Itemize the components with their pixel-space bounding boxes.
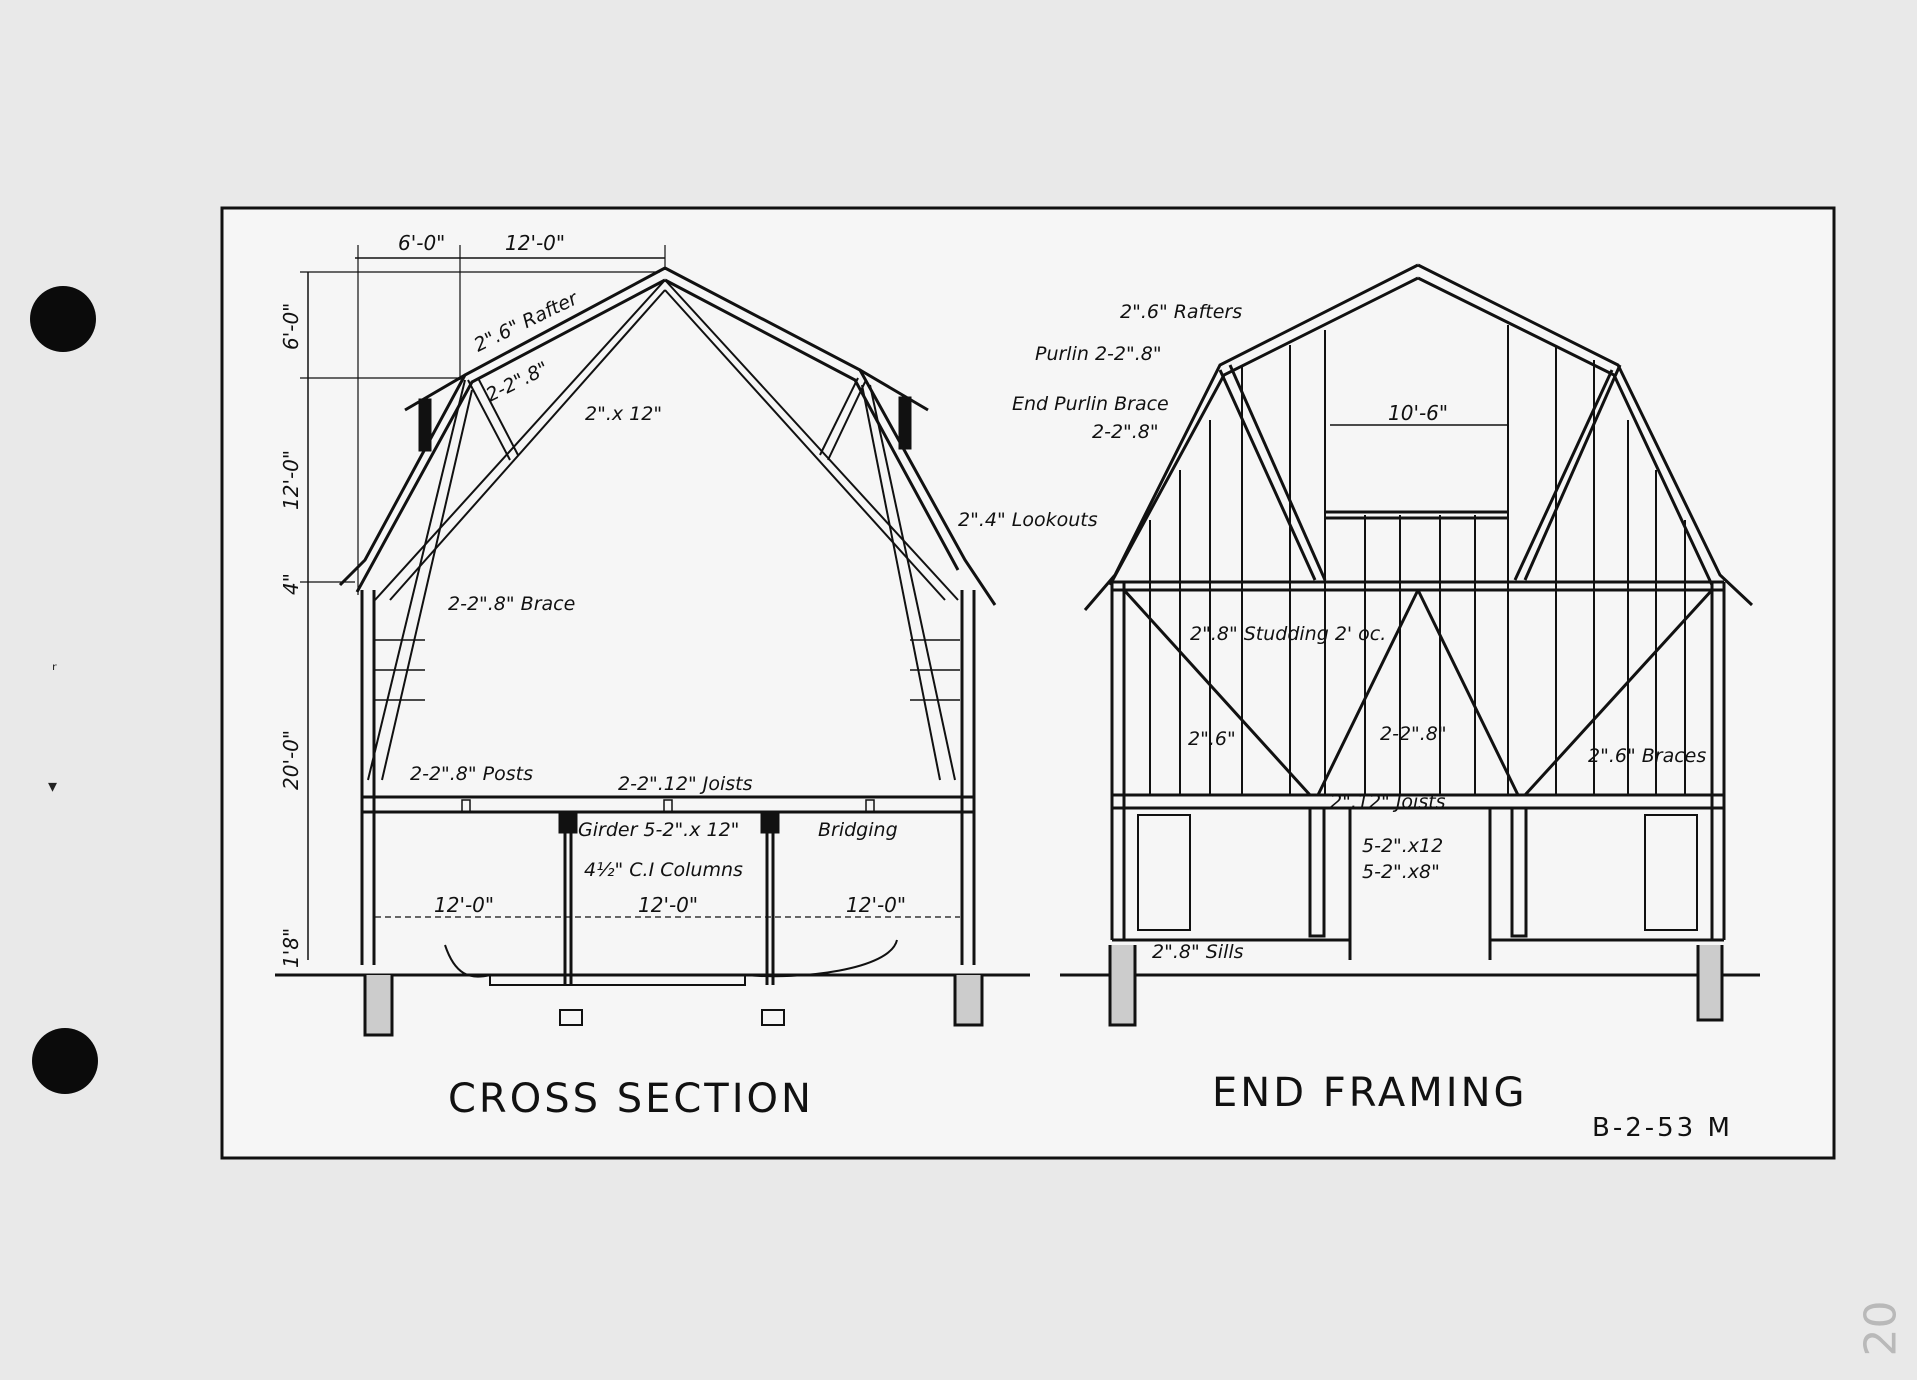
dim-v-eave: 4" [279,573,303,595]
cs-label-brace: 2-2".8" Brace [448,593,575,615]
title-end-framing: END FRAMING [1212,1070,1527,1116]
margin-arrow-mark: ▾ [48,776,58,797]
ef-label-purlin-brace-2: 2-2".8" [1092,421,1159,443]
ef-label-brace-left: 2".6" [1188,728,1236,750]
ef-label-header-2: 5-2".x8" [1362,861,1440,883]
dim-v-base: 1'8" [279,928,303,968]
drawing-frame [220,206,1836,1160]
margin-mark: ʳ [52,660,57,681]
binder-hole-top [30,286,96,352]
ef-roof-left [1083,263,1419,611]
cs-label-tie: 2".x 12" [585,403,662,425]
ef-label-header-1: 5-2".x12 [1362,835,1443,857]
ef-label-joists: 2".12" Joists [1330,791,1446,813]
ef-label-rafters: 2".6" Rafters [1120,301,1242,323]
dim-bay-2: 12'-0" [638,893,698,917]
ef-label-braces: 2".6" Braces [1588,745,1706,767]
cs-label-girder: Girder 5-2".x 12" [578,819,739,841]
cross-section-drawing [275,245,1030,1037]
ef-roof-right [1417,263,1754,607]
cs-label-lookouts: 2".4" Lookouts [958,509,1098,531]
dim-top-left: 6'-0" [398,231,445,255]
dim-v-mid: 12'-0" [279,450,303,510]
end-framing-drawing [1060,263,1760,1027]
dim-v-top: 6'-0" [279,303,303,350]
cs-roof-right [664,266,997,606]
ef-dim-door-width: 10'-6" [1388,401,1448,425]
ef-label-purlin: Purlin 2-2".8" [1035,343,1162,365]
cs-label-posts: 2-2".8" Posts [410,763,533,785]
dim-v-wall: 20'-0" [279,730,303,790]
dim-bay-1: 12'-0" [434,893,494,917]
ef-label-sills: 2".8" Sills [1152,941,1244,963]
ef-label-purlin-brace-1: End Purlin Brace [1012,393,1169,415]
dim-bay-3: 12'-0" [846,893,906,917]
binder-hole-bottom [32,1028,98,1094]
cs-roof-left [338,266,666,587]
ef-label-studding: 2".8" Studding 2' oc. [1190,623,1386,645]
cs-label-columns: 4½" C.I Columns [584,859,743,881]
cs-label-bridging: Bridging [818,819,898,841]
drawing-number: B-2-53 M [1592,1113,1733,1143]
ef-label-brace-mid: 2-2".8" [1380,723,1447,745]
cs-label-joists: 2-2".12" Joists [618,773,753,795]
title-cross-section: CROSS SECTION [448,1076,814,1122]
dim-top-right: 12'-0" [505,231,565,255]
